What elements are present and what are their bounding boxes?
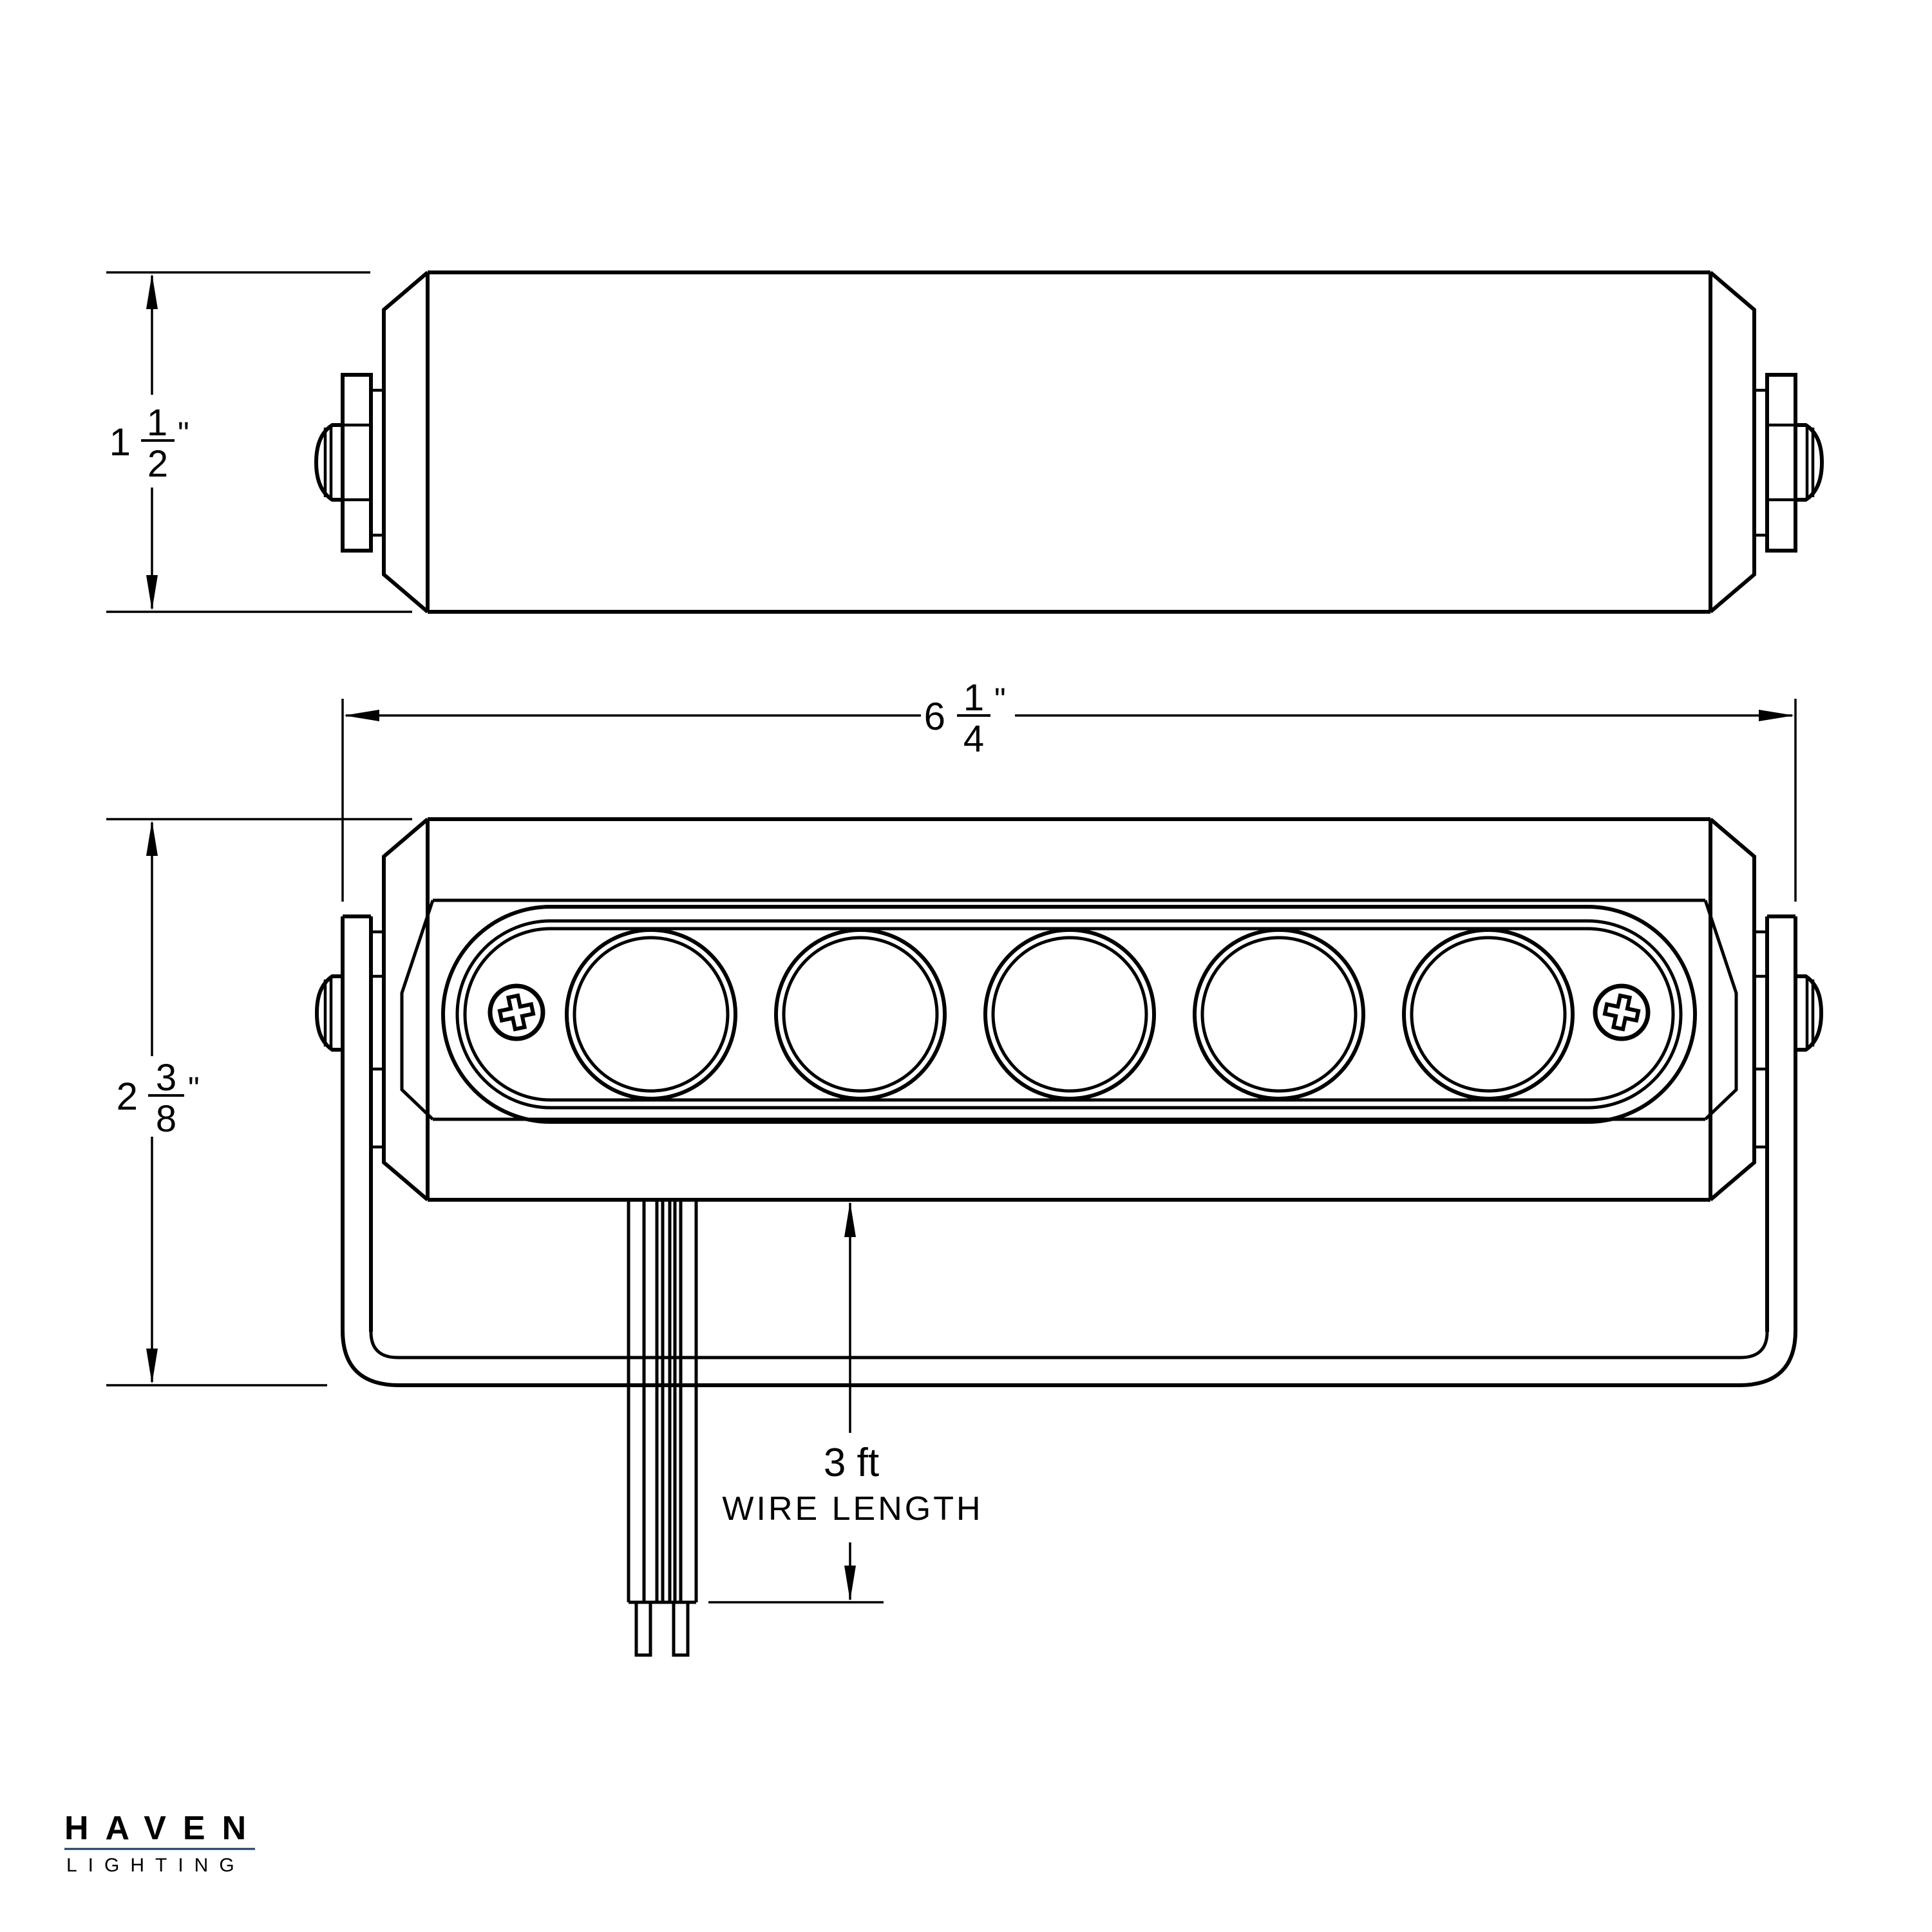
yoke-corner-inner [369,1331,399,1359]
side-adjustment-knob-left [314,373,384,553]
wire-bundle [627,1200,698,1657]
haven-lighting-logo: HAVEN LIGHTING [64,1810,263,1876]
led-lens-outer [983,928,1156,1101]
dim-unit-inches: " [994,681,1006,717]
side-adjustment-knob-right [1754,375,1822,551]
side-profile-view [314,270,1822,614]
dimension-overall-width: 6 1 4 " [341,677,1797,902]
arrowhead-up [844,1202,856,1237]
led-lens-inner [991,936,1148,1093]
dim-whole-number: 2 [117,1075,138,1118]
dim-unit-inches: " [188,1070,200,1106]
yoke-side-plate-left [314,914,400,1387]
dim-fraction-numerator: 1 [963,677,984,719]
dim-fraction-numerator: 3 [156,1057,176,1099]
logo-subtitle-text: LIGHTING [66,1855,245,1876]
screw-head-circle [488,983,545,1041]
lens-frame-outer [441,905,1697,1124]
arrowhead-left [344,710,379,721]
led-lens-inner [1200,936,1358,1093]
led-array [565,928,1575,1101]
arrowhead-down [844,1566,856,1601]
side-view-left-chamfer [382,270,429,614]
wire-lead-end [634,1602,652,1657]
yoke-side-plate-right [1739,916,1821,1385]
dim-fraction-denominator: 2 [147,443,168,485]
dim-fraction-denominator: 8 [156,1098,176,1140]
phillips-screw-right [1595,986,1648,1039]
wire-length-value: 3 ft [824,1441,879,1485]
face-panel-left-end [400,900,435,1121]
dimension-wire-length: 3 ft WIRE LENGTH [708,1202,983,1604]
dim-whole-number: 6 [924,695,945,738]
led-lens-outer [774,928,947,1101]
wire-lead-end [672,1602,690,1657]
front-body-right-chamfer [1709,817,1756,1202]
dim-whole-number: 1 [109,421,131,464]
face-panel-right-end [1703,900,1738,1121]
lens-frame-middle [455,919,1683,1110]
phillips-cross-icon [497,993,536,1032]
side-view-right-chamfer [1709,270,1756,614]
dimension-side-height: 1 1 2 " [106,271,412,613]
led-lens-inner [782,936,939,1093]
lens-frame-inner [463,927,1675,1102]
front-body-left-chamfer [382,817,429,1202]
dimension-front-height: 2 3 8 " [106,818,412,1387]
arrowhead-down [146,1349,158,1384]
arrowhead-right [1759,710,1794,721]
wire-length-label: WIRE LENGTH [722,1490,983,1528]
yoke-corner-outer [341,1330,400,1387]
mounting-yoke [314,914,1821,1387]
arrowhead-up [146,820,158,856]
led-lens-outer [565,928,737,1101]
dim-unit-inches: " [178,415,189,451]
led-lens-outer [1193,928,1365,1101]
arrowhead-up [146,274,158,309]
led-lens-outer [1402,928,1575,1101]
logo-brand-text: HAVEN [64,1810,263,1847]
dim-fraction-denominator: 4 [963,718,984,760]
knob-screw-head [314,423,343,502]
phillips-screw [488,983,545,1041]
dim-fraction-numerator: 1 [147,402,167,444]
led-lens-inner [573,936,730,1093]
front-view [314,817,1821,1657]
knob-bracket-plate [341,373,373,553]
led-lens-inner [1410,936,1567,1093]
arrowhead-down [146,575,158,611]
